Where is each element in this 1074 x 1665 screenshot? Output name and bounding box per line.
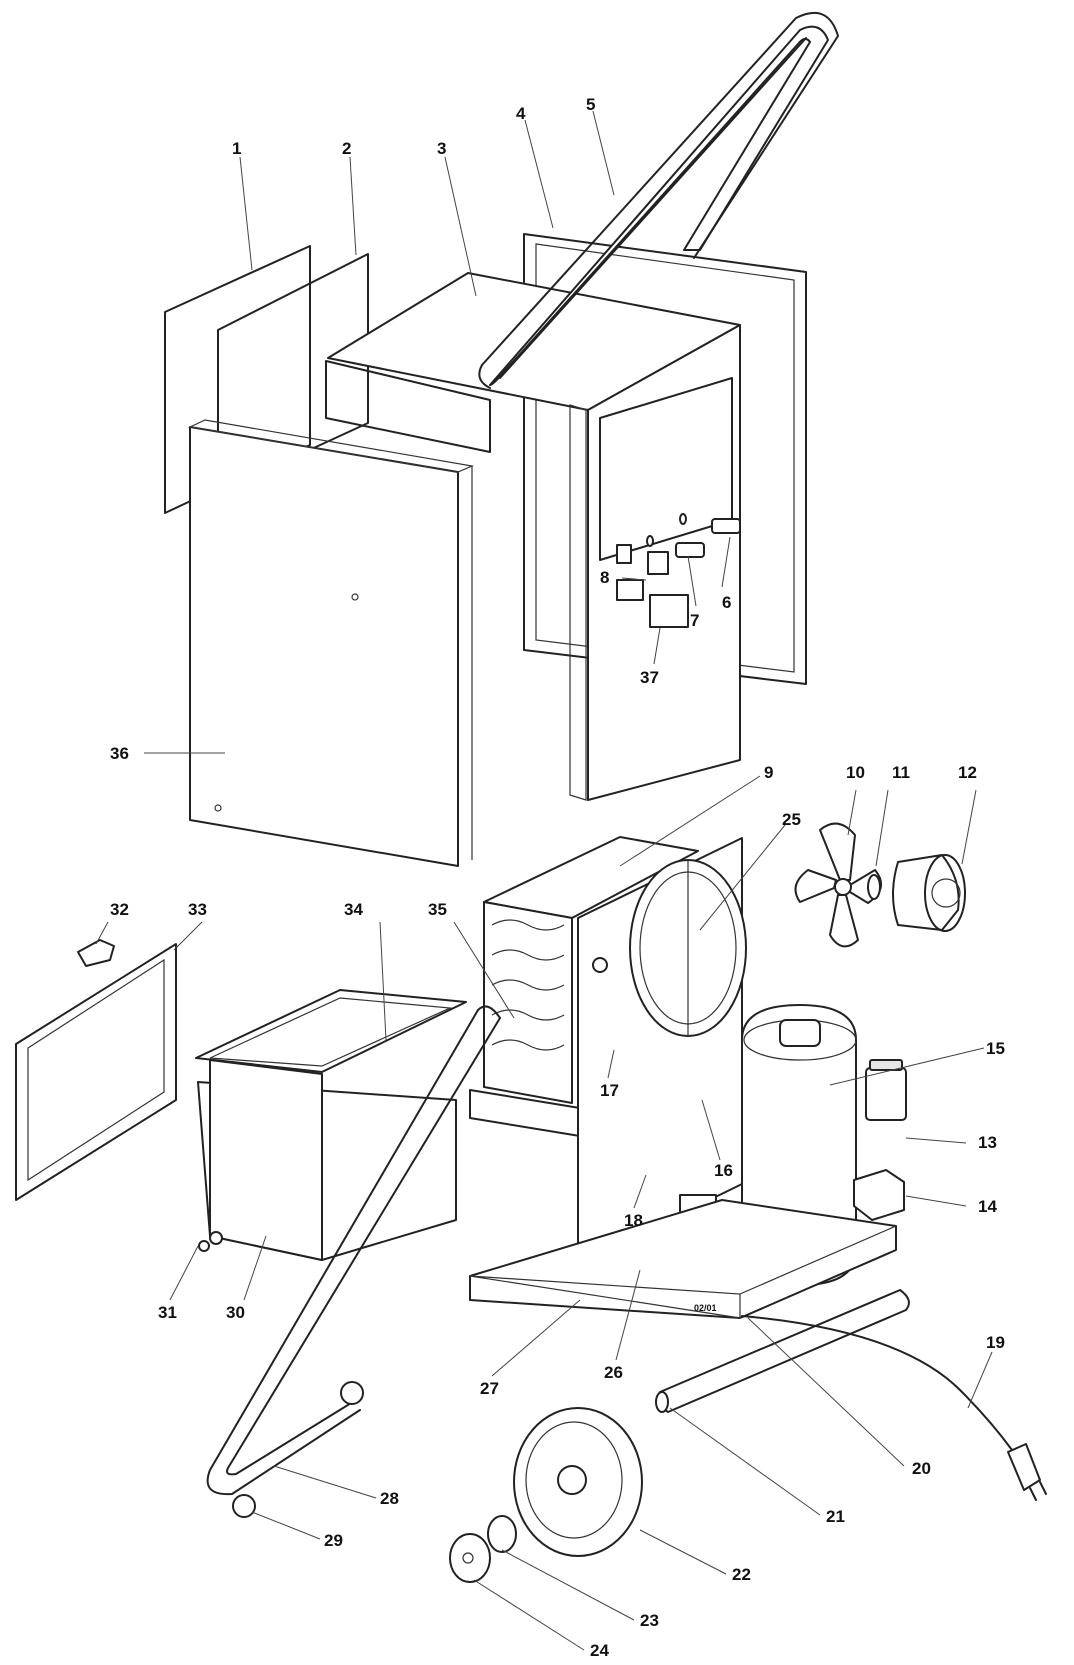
callout-27: 27 [480, 1379, 499, 1398]
fan-motor [892, 854, 966, 932]
hub-cap [449, 1533, 491, 1583]
plate-marking: 02/01 [694, 1303, 717, 1313]
callout-14: 14 [978, 1197, 997, 1216]
callout-3: 3 [437, 139, 446, 158]
callout-16: 16 [714, 1161, 733, 1180]
handle-top [478, 12, 839, 389]
callout-31: 31 [158, 1303, 177, 1322]
callout-29: 29 [324, 1531, 343, 1550]
coil-assembly [469, 836, 699, 1139]
callout-11: 11 [892, 763, 910, 782]
callout-21: 21 [826, 1507, 845, 1526]
callout-1: 1 [232, 139, 241, 158]
callout-15: 15 [986, 1039, 1005, 1058]
callout-8: 8 [600, 568, 609, 587]
outer-grille [164, 245, 311, 514]
callout-26: 26 [604, 1363, 623, 1382]
fan-plate [577, 837, 747, 1265]
bearing [487, 1515, 517, 1553]
callout-34: 34 [344, 900, 363, 919]
callout-22: 22 [732, 1565, 751, 1584]
callout-28: 28 [380, 1489, 399, 1508]
callout-37: 37 [640, 668, 659, 687]
callout-32: 32 [110, 900, 129, 919]
callout-7: 7 [690, 611, 699, 630]
callout-10: 10 [846, 763, 865, 782]
leader-lines [95, 110, 993, 1651]
callout-13: 13 [978, 1133, 997, 1152]
callout-18: 18 [624, 1211, 643, 1230]
water-tank [195, 989, 467, 1261]
callout-23: 23 [640, 1611, 659, 1630]
callout-35: 35 [428, 900, 447, 919]
callout-2: 2 [342, 139, 351, 158]
relay [853, 1169, 905, 1221]
wheel [513, 1407, 643, 1557]
power-cord [741, 1315, 1047, 1501]
side-filter-frame [15, 943, 177, 1201]
fan-nut [867, 874, 881, 900]
callout-9: 9 [764, 763, 773, 782]
callout-19: 19 [986, 1333, 1005, 1352]
callout-17: 17 [600, 1081, 619, 1100]
axle [655, 1289, 910, 1413]
callout-25: 25 [782, 810, 801, 829]
callout-30: 30 [226, 1303, 245, 1322]
callout-20: 20 [912, 1459, 931, 1478]
callout-36: 36 [110, 744, 129, 763]
handle-lower [206, 1005, 501, 1518]
filter-clip [77, 939, 115, 967]
front-panel [187, 419, 475, 867]
control-components [616, 513, 741, 628]
callout-33: 33 [188, 900, 207, 919]
callout-labels: 1 2 3 4 5 6 7 8 9 10 11 12 13 14 15 16 1… [110, 95, 1005, 1660]
callout-4: 4 [516, 104, 526, 123]
capacitor [865, 1059, 907, 1121]
base-tray: 02/01 [469, 1199, 897, 1319]
callout-6: 6 [722, 593, 731, 612]
callout-12: 12 [958, 763, 977, 782]
callout-5: 5 [586, 95, 595, 114]
callout-24: 24 [590, 1641, 609, 1660]
